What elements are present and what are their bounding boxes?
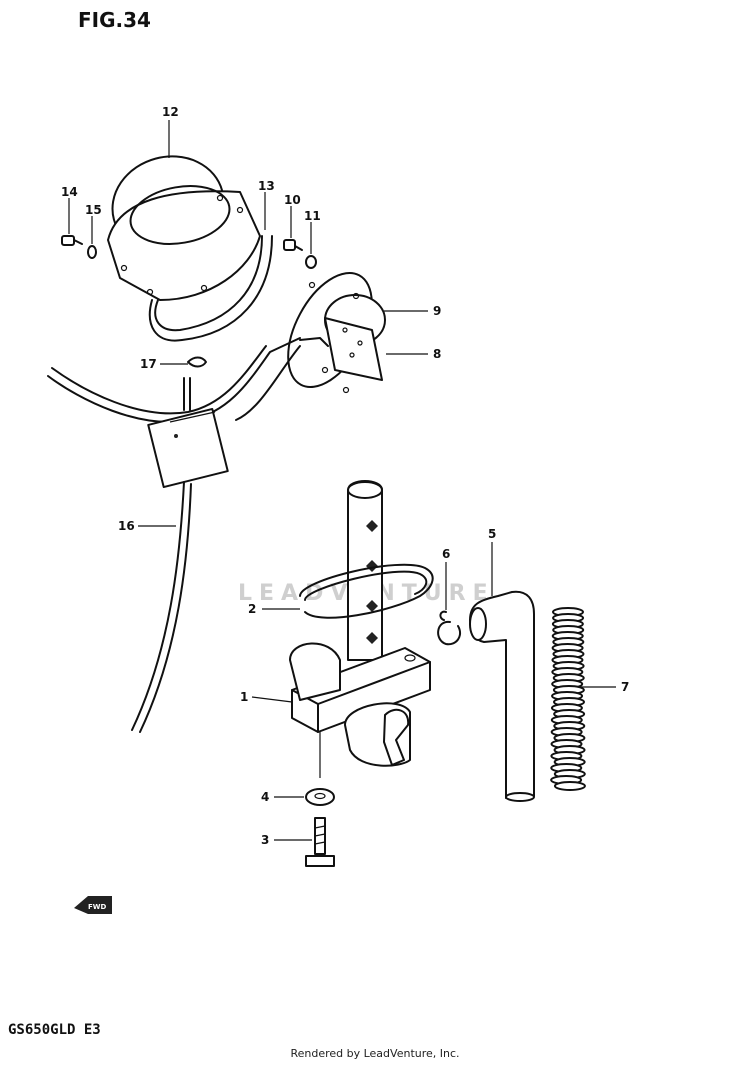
- callout-17: 17: [140, 357, 157, 371]
- footer-credit: Rendered by LeadVenture, Inc.: [290, 1047, 460, 1060]
- callout-10: 10: [284, 193, 301, 207]
- spring-coil: [553, 781, 586, 791]
- part-14-screw: [61, 235, 83, 246]
- part-5-hose: [469, 590, 535, 802]
- callout-13: 13: [258, 179, 275, 193]
- callout-7: 7: [621, 680, 629, 694]
- part-2-gasket: [299, 563, 434, 619]
- part-7-spring: [550, 607, 586, 791]
- callout-12: 12: [162, 105, 179, 119]
- fwd-arrow-icon: FWD: [74, 896, 112, 914]
- model-code: GS650GLD E3: [8, 1022, 101, 1038]
- callout-8: 8: [433, 347, 441, 361]
- callout-5: 5: [488, 527, 496, 541]
- fig-title: FIG.34: [78, 8, 151, 32]
- part-1-fuel-cock: [289, 480, 431, 767]
- callout-2: 2: [248, 602, 256, 616]
- part-4-washer: [305, 788, 335, 806]
- callout-14: 14: [61, 185, 78, 199]
- part-10-screw: [283, 239, 303, 251]
- part-11-washer: [305, 255, 317, 269]
- leader-lines: [68, 120, 616, 841]
- svg-text:FWD: FWD: [88, 903, 107, 911]
- part-13-rubber-strip: [148, 235, 273, 342]
- callout-9: 9: [433, 304, 441, 318]
- callout-4: 4: [261, 790, 269, 804]
- part-12-gauge-cover: [107, 155, 261, 301]
- part-15-washer: [87, 245, 97, 259]
- part-6-clip: [437, 610, 462, 646]
- part-17-clamp: [187, 356, 207, 368]
- part-3-bolt: [305, 817, 335, 867]
- callout-3: 3: [261, 833, 269, 847]
- callout-1: 1: [240, 690, 248, 704]
- callout-labels: 12 13 14 15 10 11 9 8 17 16 2 1 6 5 7 4 …: [61, 105, 629, 847]
- callout-6: 6: [442, 547, 450, 561]
- callout-16: 16: [118, 519, 135, 533]
- callout-15: 15: [85, 203, 102, 217]
- part-16-tube: [131, 377, 192, 733]
- callout-11: 11: [304, 209, 321, 223]
- part-wiring-connector: [47, 337, 301, 489]
- part-8-bracket: [299, 317, 383, 381]
